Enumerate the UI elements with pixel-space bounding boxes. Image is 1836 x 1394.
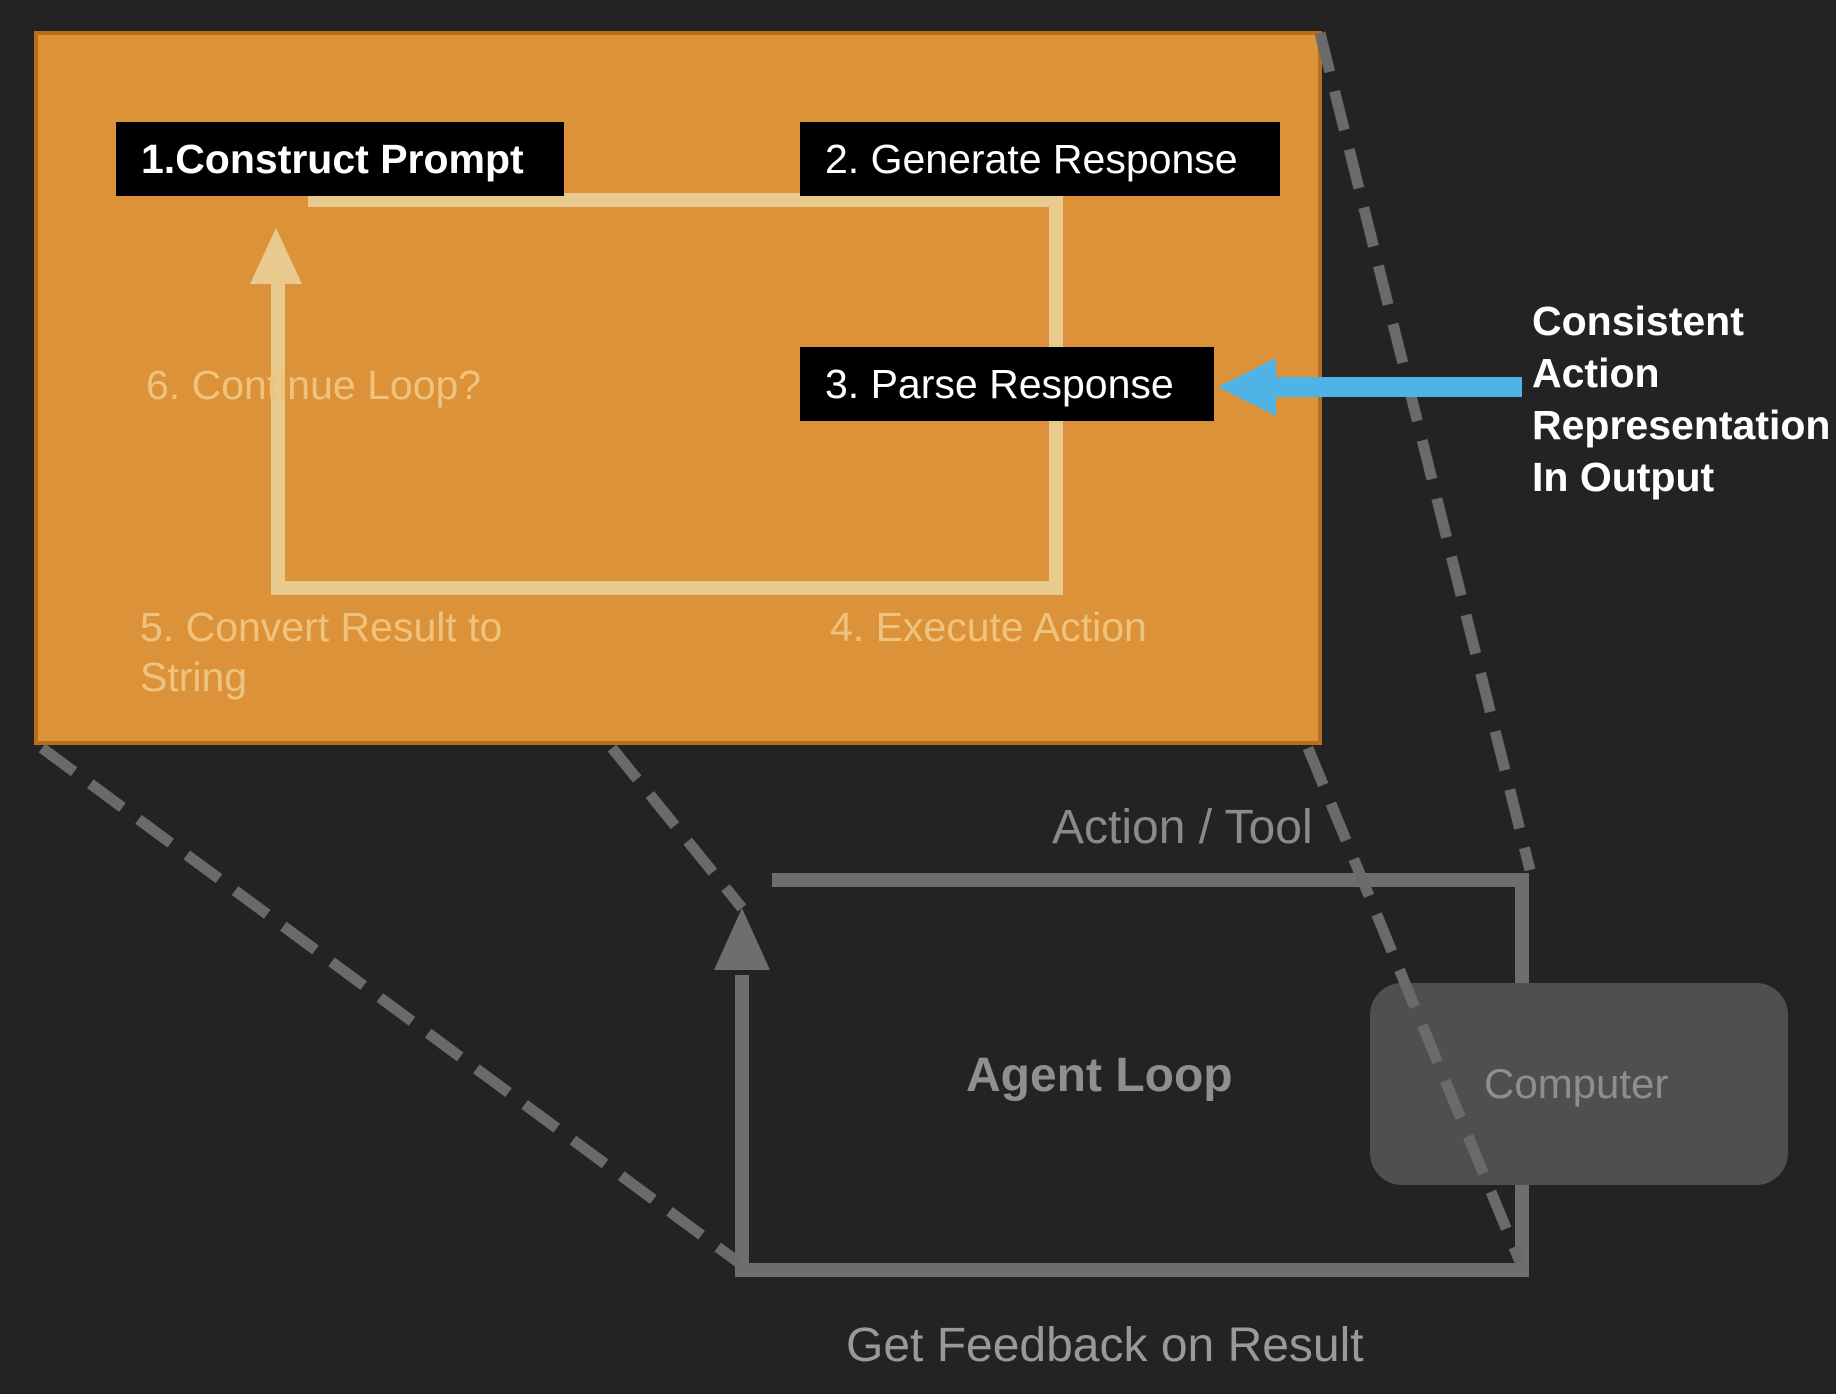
annotation-line: In Output [1532,454,1715,500]
step-generate-response: 2. Generate Response [800,122,1280,196]
step-parse-response: 3. Parse Response [800,347,1214,421]
projection-line-left [38,743,742,1267]
annotation-line: Action [1532,350,1660,396]
projection-line-mid-left [607,744,747,912]
projection-lines [38,31,1536,1267]
step-construct-prompt: 1.Construct Prompt [116,122,564,196]
annotation-line: Consistent [1532,298,1744,344]
feedback-label: Get Feedback on Result [846,1319,1364,1372]
inner-loop-path [271,193,1063,595]
inner-loop-arrowhead [250,228,302,284]
computer-box [1370,983,1788,1185]
projection-line-bottom-right [1302,745,1526,1265]
annotation-line: Representation [1532,402,1831,448]
computer-label: Computer [1484,1060,1669,1107]
agent-loop-arrowhead [714,908,770,970]
agent-loop-path [735,873,1529,1277]
annotation-text: Consistent Action Representation In Outp… [1532,295,1830,503]
projection-line-top-right [1314,31,1536,872]
action-tool-label: Action / Tool [1052,801,1313,854]
agent-loop-label: Agent Loop [966,1049,1233,1102]
step-continue-loop: 6. Continue Loop? [146,362,482,408]
step-execute-action: 4. Execute Action [830,604,1147,650]
step-convert-result: 5. Convert Result to String [140,604,503,700]
annotation-arrowhead [1218,358,1276,416]
